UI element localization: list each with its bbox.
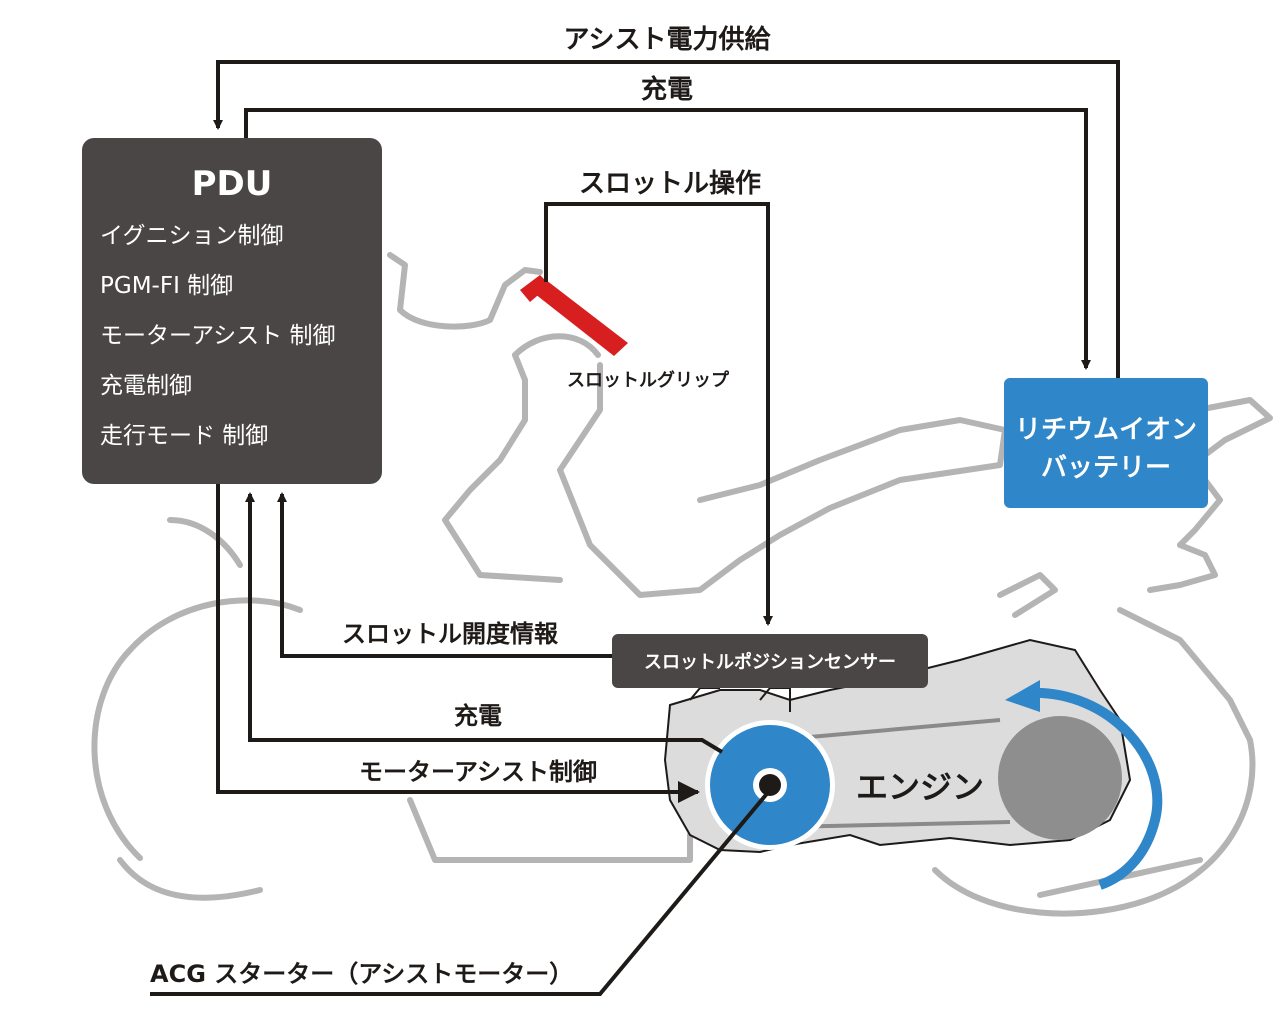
- motor-assist-label: モーターアシスト制御: [359, 758, 597, 786]
- acg-leader-line: [150, 788, 772, 996]
- rotation-arrow-icon: [1029, 687, 1163, 890]
- rear-pulley: [998, 716, 1122, 840]
- acg-hub-icon: [759, 774, 781, 796]
- charge-bottom-line: [245, 492, 724, 754]
- flow-arrows: [150, 60, 1120, 996]
- charge-bottom-label: 充電: [454, 702, 502, 730]
- acg-starter-label: ACG スターター（アシストモーター）: [150, 960, 573, 988]
- throttle-grip: [520, 275, 628, 356]
- motor-assist-line: [216, 484, 700, 803]
- charge-top-line: [244, 108, 1091, 370]
- assist-power-label: アシスト電力供給: [564, 24, 772, 55]
- throttle-op-line: [544, 202, 773, 626]
- battery-label-line2: バッテリー: [1041, 453, 1171, 483]
- charge-top-label: 充電: [641, 74, 693, 105]
- acg-starter: [705, 720, 835, 850]
- assist-power-line: [213, 60, 1120, 378]
- pdu-item-ignition: イグニション制御: [100, 223, 284, 249]
- throttle-sensor-box: スロットルポジションセンサー: [612, 634, 928, 688]
- throttle-op-label: スロットル操作: [579, 169, 761, 199]
- pdu-item-motor-assist: モーターアシスト 制御: [100, 323, 335, 349]
- front-wheel-outline: [932, 737, 1256, 917]
- battery-label-line1: リチウムイオン: [1015, 415, 1197, 445]
- pdu-title: PDU: [192, 164, 273, 204]
- battery-box: リチウムイオン バッテリー: [1004, 378, 1208, 508]
- throttle-info-line: [277, 492, 612, 658]
- pdu-item-charge: 充電制御: [100, 373, 192, 399]
- throttle-grip-label: スロットルグリップ: [567, 369, 730, 391]
- pdu-item-drive-mode: 走行モード 制御: [100, 423, 268, 449]
- throttle-sensor-label: スロットルポジションセンサー: [644, 651, 896, 673]
- rear-wheel-outline: [91, 597, 303, 861]
- throttle-info-label: スロットル開度情報: [342, 620, 559, 648]
- pdu-box: PDU イグニション制御 PGM-FI 制御 モーターアシスト 制御 充電制御 …: [82, 138, 382, 484]
- pdu-item-pgmfi: PGM-FI 制御: [100, 273, 233, 299]
- engine-label: エンジン: [856, 768, 984, 806]
